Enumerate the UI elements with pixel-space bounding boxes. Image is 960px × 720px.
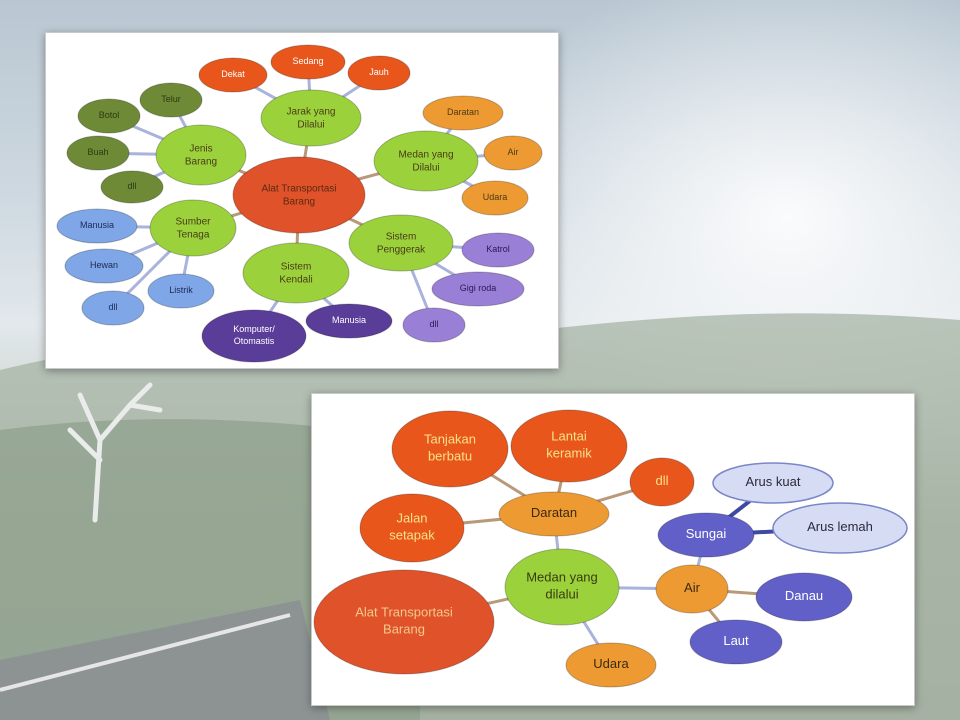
m2-air-child-0: Danau bbox=[756, 573, 852, 621]
m1-medan-node-shape bbox=[374, 131, 478, 191]
m2-medan-node: Medan yangdilalui bbox=[505, 549, 619, 625]
m2-air-child-0-label: Danau bbox=[785, 588, 823, 603]
m1-penggerak-child-1-label: Gigi roda bbox=[460, 283, 497, 293]
m1-medan-child-0-label: Daratan bbox=[447, 107, 479, 117]
m1-penggerak-child-2: dll bbox=[403, 308, 465, 342]
m1-penggerak-node: SistemPenggerak bbox=[349, 215, 453, 271]
m1-kendali-child-0-label: Komputer/Otomastis bbox=[233, 325, 275, 347]
m1-medan-child-0: Daratan bbox=[423, 96, 503, 130]
m1-kendali-child-1-label: Manusia bbox=[332, 315, 366, 325]
m1-sumber-child-1-label: Hewan bbox=[90, 260, 118, 270]
m1-jarak-child-2-label: Jauh bbox=[369, 67, 389, 77]
m1-sumber-child-2-label: dll bbox=[108, 302, 117, 312]
m1-jarak-child-2: Jauh bbox=[348, 56, 410, 90]
m1-jenis-child-1: Botol bbox=[78, 99, 140, 133]
m2-sungai-child-1-label: Arus lemah bbox=[807, 519, 873, 534]
m2-daratan-node-label: Daratan bbox=[531, 505, 577, 520]
m1-jenis-child-2: Buah bbox=[67, 136, 129, 170]
m2-sungai-node-label: Sungai bbox=[686, 526, 727, 541]
m1-medan-child-2: Udara bbox=[462, 181, 528, 215]
m1-jarak-child-1: Sedang bbox=[271, 45, 345, 79]
m2-udara-node-label: Udara bbox=[593, 656, 629, 671]
m2-air-node-label: Air bbox=[684, 580, 701, 595]
m2-sungai-child-0: Arus kuat bbox=[713, 463, 833, 503]
m1-kendali-node-shape bbox=[243, 243, 349, 303]
m1-kendali-child-1: Manusia bbox=[306, 304, 392, 338]
m2-sungai-node: Sungai bbox=[658, 513, 754, 557]
m1-medan-child-2-label: Udara bbox=[483, 192, 508, 202]
m1-jenis-node-shape bbox=[156, 125, 246, 185]
m2-daratan-node: Daratan bbox=[499, 492, 609, 536]
m2-air-child-1: Laut bbox=[690, 620, 782, 664]
m1-sumber-child-1: Hewan bbox=[65, 249, 143, 283]
m1-penggerak-node-shape bbox=[349, 215, 453, 271]
m1-jenis-child-0: Telur bbox=[140, 83, 202, 117]
m1-jarak-node-shape bbox=[261, 90, 361, 146]
m1-jenis-child-1-label: Botol bbox=[99, 110, 120, 120]
m1-kendali-child-0: Komputer/Otomastis bbox=[202, 310, 306, 362]
m1-penggerak-child-0: Katrol bbox=[462, 233, 534, 267]
m1-sumber-child-0: Manusia bbox=[57, 209, 137, 243]
m2-sungai-child-1: Arus lemah bbox=[773, 503, 907, 553]
m1-penggerak-child-0-label: Katrol bbox=[486, 244, 510, 254]
m1-jarak-child-1-label: Sedang bbox=[292, 56, 323, 66]
m1-jarak-child-0-label: Dekat bbox=[221, 69, 245, 79]
m2-sungai-child-0-label: Arus kuat bbox=[746, 474, 801, 489]
m1-medan-child-1: Air bbox=[484, 136, 542, 170]
m1-sumber-child-2: dll bbox=[82, 291, 144, 325]
m2-udara-node: Udara bbox=[566, 643, 656, 687]
m1-center-node-shape bbox=[233, 157, 365, 233]
m1-sumber-child-0-label: Manusia bbox=[80, 220, 114, 230]
m2-daratan-child-2: dll bbox=[630, 458, 694, 506]
m1-jarak-child-0: Dekat bbox=[199, 58, 267, 92]
m2-daratan-child-2-label: dll bbox=[655, 473, 668, 488]
m1-sumber-child-3: Listrik bbox=[148, 274, 214, 308]
m1-sumber-child-3-label: Listrik bbox=[169, 285, 193, 295]
m1-jenis-child-0-label: Telur bbox=[161, 94, 181, 104]
m1-jenis-child-3: dll bbox=[101, 171, 163, 203]
m2-daratan-child-1-label: Lantaikeramik bbox=[546, 429, 592, 461]
mind-map-panel-bottom: Tanjakanberbatu Lantaikeramik dllJalanseta… bbox=[311, 393, 915, 706]
m2-air-node: Air bbox=[656, 565, 728, 613]
m1-penggerak-child-1: Gigi roda bbox=[432, 272, 524, 306]
m1-medan-child-1-label: Air bbox=[508, 147, 519, 157]
m1-jenis-child-2-label: Buah bbox=[87, 147, 108, 157]
m2-air-child-1-label: Laut bbox=[723, 633, 749, 648]
m1-center-node: Alat TransportasiBarang bbox=[233, 157, 365, 233]
m1-penggerak-child-2-label: dll bbox=[429, 319, 438, 329]
m1-sumber-node-shape bbox=[150, 200, 236, 256]
m1-jenis-child-3-label: dll bbox=[127, 181, 136, 191]
